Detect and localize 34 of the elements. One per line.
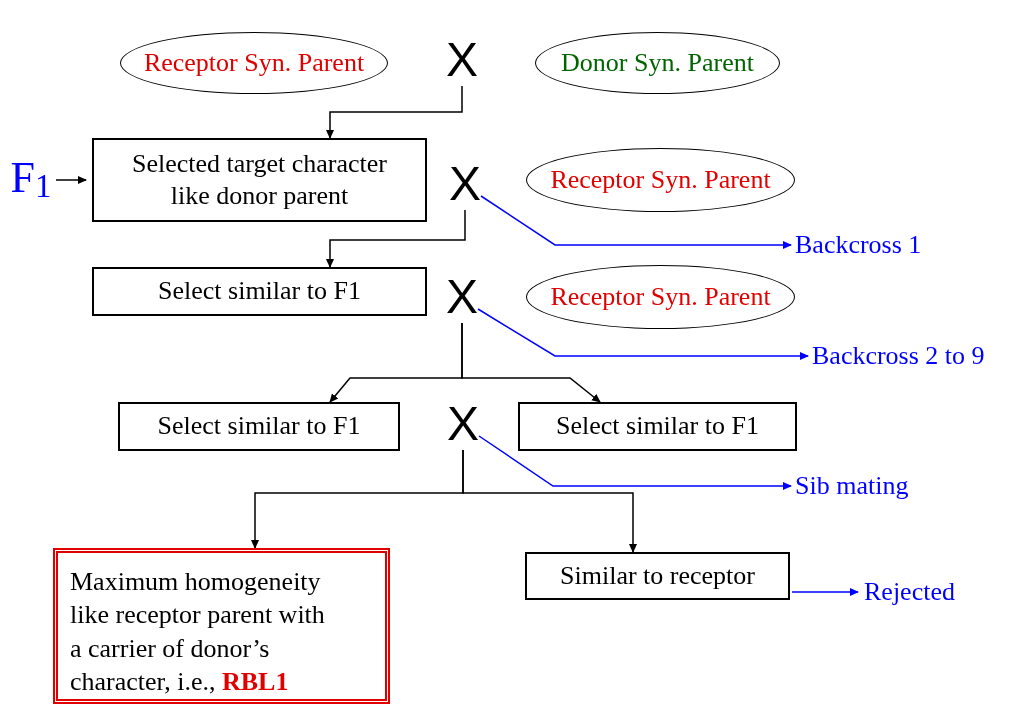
process-box: [92, 267, 427, 316]
outcome-label: Backcross 1: [795, 229, 955, 261]
parent-label: Receptor Syn. Parent: [143, 46, 365, 79]
process-box: [118, 402, 400, 451]
cross-symbol: X: [441, 400, 485, 448]
outcome-label: Rejected: [864, 576, 979, 608]
arrow: [326, 209, 466, 268]
arrow: [477, 308, 809, 360]
cross-symbol: X: [443, 160, 487, 208]
box-text: Maximum homogeneity like receptor parent with a carrier of donor’s character, i.e., RBL1: [70, 566, 326, 698]
arrow: [480, 195, 792, 249]
parent-label: Receptor Syn. Parent: [550, 163, 771, 196]
parent-label: Donor Syn. Parent: [561, 46, 754, 79]
box-text: Select similar to F1: [556, 410, 759, 443]
process-box: [518, 402, 797, 451]
cross-symbol: X: [440, 36, 484, 84]
arrow: [478, 435, 792, 490]
outcome-label: Backcross 2 to 9: [812, 340, 1016, 372]
box-text: Selected target character like donor parent: [131, 147, 388, 212]
box-text: Similar to receptor: [560, 559, 755, 592]
process-box: [92, 138, 427, 222]
box-text: Select similar to F1: [158, 275, 361, 308]
generation-label: F$_{1}$: [8, 152, 54, 204]
cross-symbol: X: [440, 273, 484, 321]
arrow: [462, 449, 637, 553]
arrow: [791, 588, 859, 596]
result-box: [53, 548, 390, 704]
process-box: [525, 552, 790, 600]
box-text: Select similar to F1: [157, 410, 361, 443]
parent-label: Receptor Syn. Parent: [550, 280, 771, 313]
arrow: [326, 85, 463, 139]
arrow: [55, 176, 87, 184]
outcome-label: Sib mating: [795, 470, 935, 502]
arrow: [461, 322, 601, 403]
